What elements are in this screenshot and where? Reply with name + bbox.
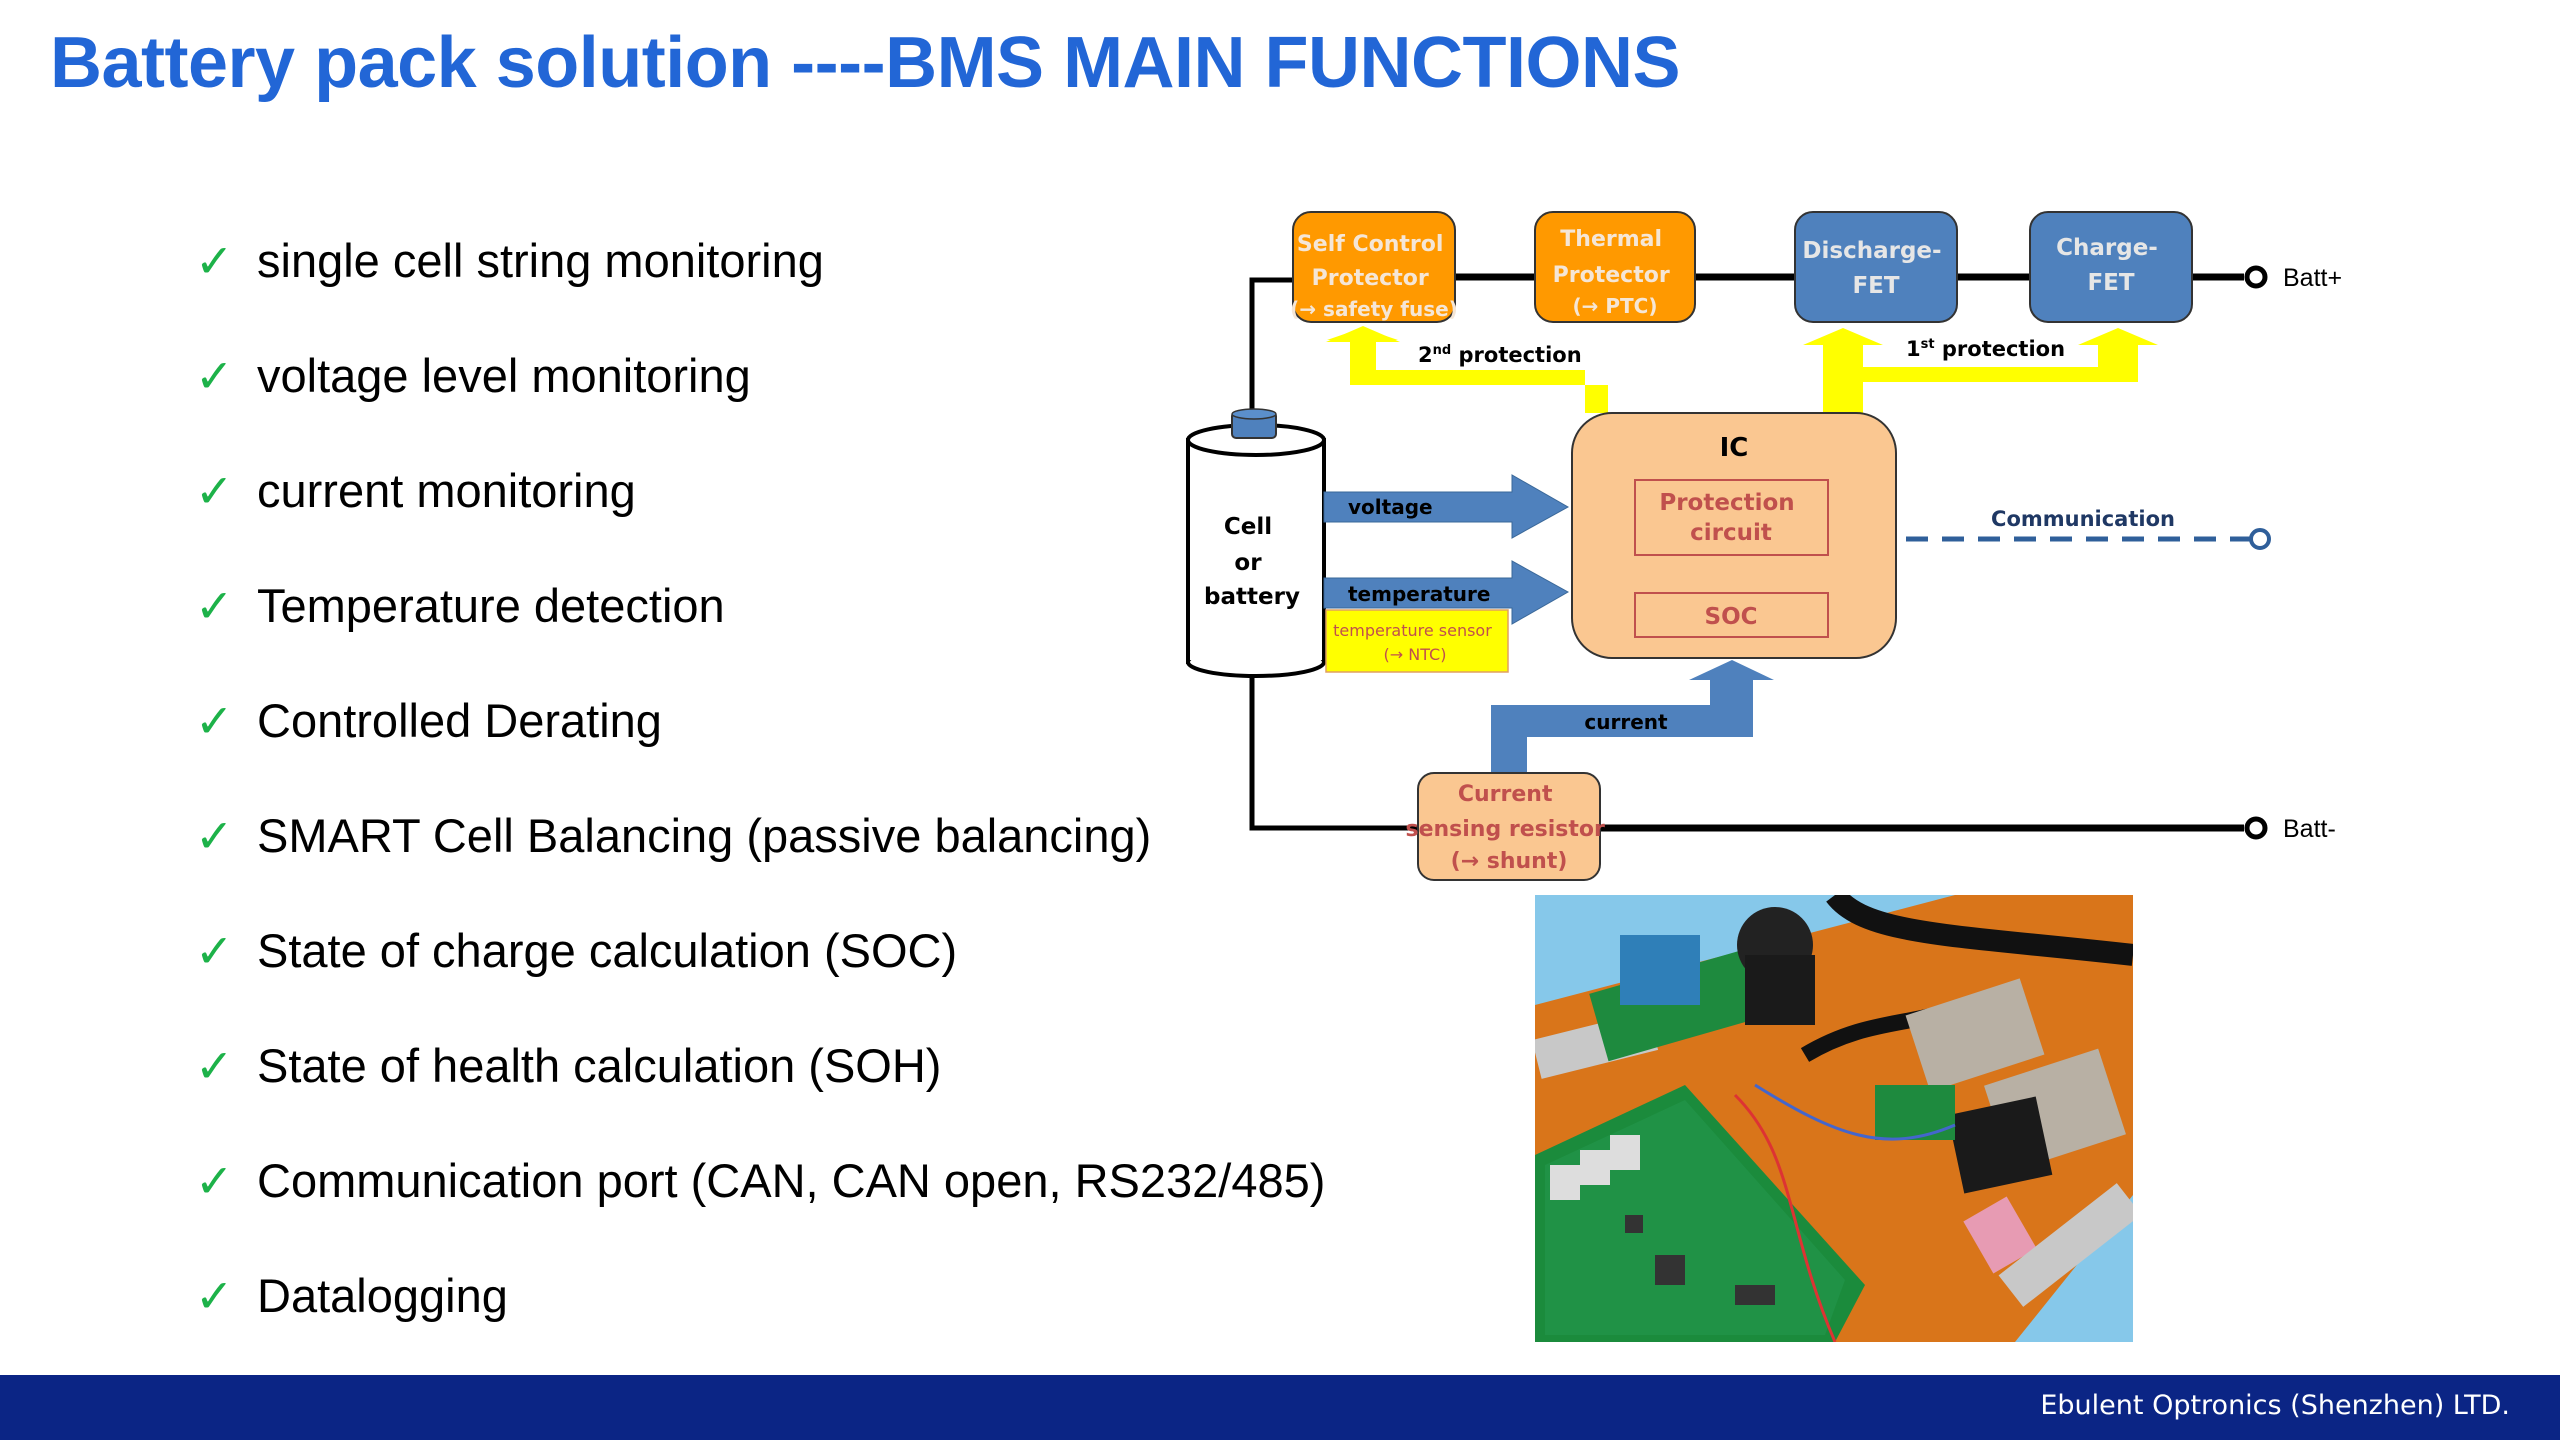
voltage-label: voltage [1348,495,1433,519]
thermal-protector-box [1534,211,1696,323]
battery-cell-icon [1186,408,1326,678]
current-arrow [1491,660,1774,773]
first-protection-label: 1st protection [1906,337,2065,361]
ic-box [1571,412,1897,659]
discharge-fet-label: Discharge- FET [1802,238,1949,299]
list-item: ✓ Controlled Derating [195,693,662,748]
checkmark-icon: ✓ [195,233,234,288]
list-item: ✓ current monitoring [195,463,636,518]
protection-circuit-label: Protection circuit [1659,490,1802,546]
list-item-label: current monitoring [257,464,636,517]
list-item-label: Controlled Derating [257,694,662,747]
negative-wire [1249,668,1418,831]
bms-board-photo [1535,895,2133,1342]
checkmark-icon: ✓ [195,348,234,403]
temperature-sensor-label: temperature sensor (→ NTC) [1333,621,1497,664]
communication-terminal [2249,528,2271,550]
list-item: ✓ Communication port (CAN, CAN open, RS23… [195,1153,1325,1208]
list-item-label: voltage level monitoring [257,349,751,402]
self-control-protector-box [1292,211,1456,323]
list-item: ✓ Temperature detection [195,578,725,633]
pcb-illustration [1535,895,2133,1342]
checkmark-icon: ✓ [195,463,234,518]
footer-bar: Ebulent Optronics (Shenzhen) LTD. [0,1375,2560,1440]
checkmark-icon: ✓ [195,923,234,978]
checkmark-icon: ✓ [195,1038,234,1093]
list-item-label: Temperature detection [257,579,725,632]
list-item: ✓ voltage level monitoring [195,348,751,403]
batt-minus-terminal [2244,816,2268,840]
list-item: ✓ single cell string monitoring [195,233,824,288]
list-item: ✓ Datalogging [195,1268,508,1323]
batt-minus-label: Batt- [2283,815,2336,843]
positive-wire [1249,277,1293,418]
checkmark-icon: ✓ [195,578,234,633]
list-item-label: State of charge calculation (SOC) [257,924,958,977]
thermal-protector-label: Thermal Protector (→ PTC) [1553,227,1678,318]
current-label: current [1584,710,1668,734]
temperature-arrow [1323,560,1570,625]
list-item: ✓ SMART Cell Balancing (passive balancing… [195,808,1151,863]
list-item-label: Communication port (CAN, CAN open, RS232… [257,1154,1326,1207]
list-item-label: State of health calculation (SOH) [257,1039,942,1092]
company-name: Ebulent Optronics (Shenzhen) LTD. [2040,1390,2510,1421]
checkmark-icon: ✓ [195,808,234,863]
self-control-protector-label: Self Control Protector (→ safety fuse) [1290,232,1458,321]
voltage-arrow [1323,474,1570,539]
cell-label: Cell or battery [1204,514,1300,610]
list-item-label: single cell string monitoring [257,234,824,287]
ic-title: IC [1720,433,1749,463]
batt-plus-label: Batt+ [2283,264,2342,292]
list-item-label: SMART Cell Balancing (passive balancing) [257,809,1152,862]
discharge-fet-box [1794,211,1958,323]
temperature-sensor-box [1325,609,1509,673]
soc-box [1634,592,1829,638]
soc-label: SOC [1705,604,1758,630]
slide-title: Battery pack solution ----BMS MAIN FUNCT… [50,23,1681,103]
protection-circuit-box [1634,479,1829,556]
charge-fet-box [2029,211,2193,323]
charge-fet-label: Charge- FET [2056,235,2166,296]
communication-label: Communication [1991,507,2175,531]
list-item: ✓ State of charge calculation (SOC) [195,923,957,978]
temperature-label: temperature [1348,582,1490,606]
checkmark-icon: ✓ [195,1268,234,1323]
list-item-label: Datalogging [257,1269,508,1322]
first-protection-arrow [1803,328,2158,413]
second-protection-arrow [1327,328,1608,413]
current-sensing-resistor-box [1417,772,1601,881]
list-item: ✓ State of health calculation (SOH) [195,1038,941,1093]
second-protection-arrowhead [1326,326,1400,342]
current-sensing-resistor-label: Current sensing resistor (→ shunt) [1405,782,1612,874]
batt-plus-terminal [2244,265,2268,289]
checkmark-icon: ✓ [195,693,234,748]
checkmark-icon: ✓ [195,1153,234,1208]
second-protection-label: 2nd protection [1418,343,1582,367]
